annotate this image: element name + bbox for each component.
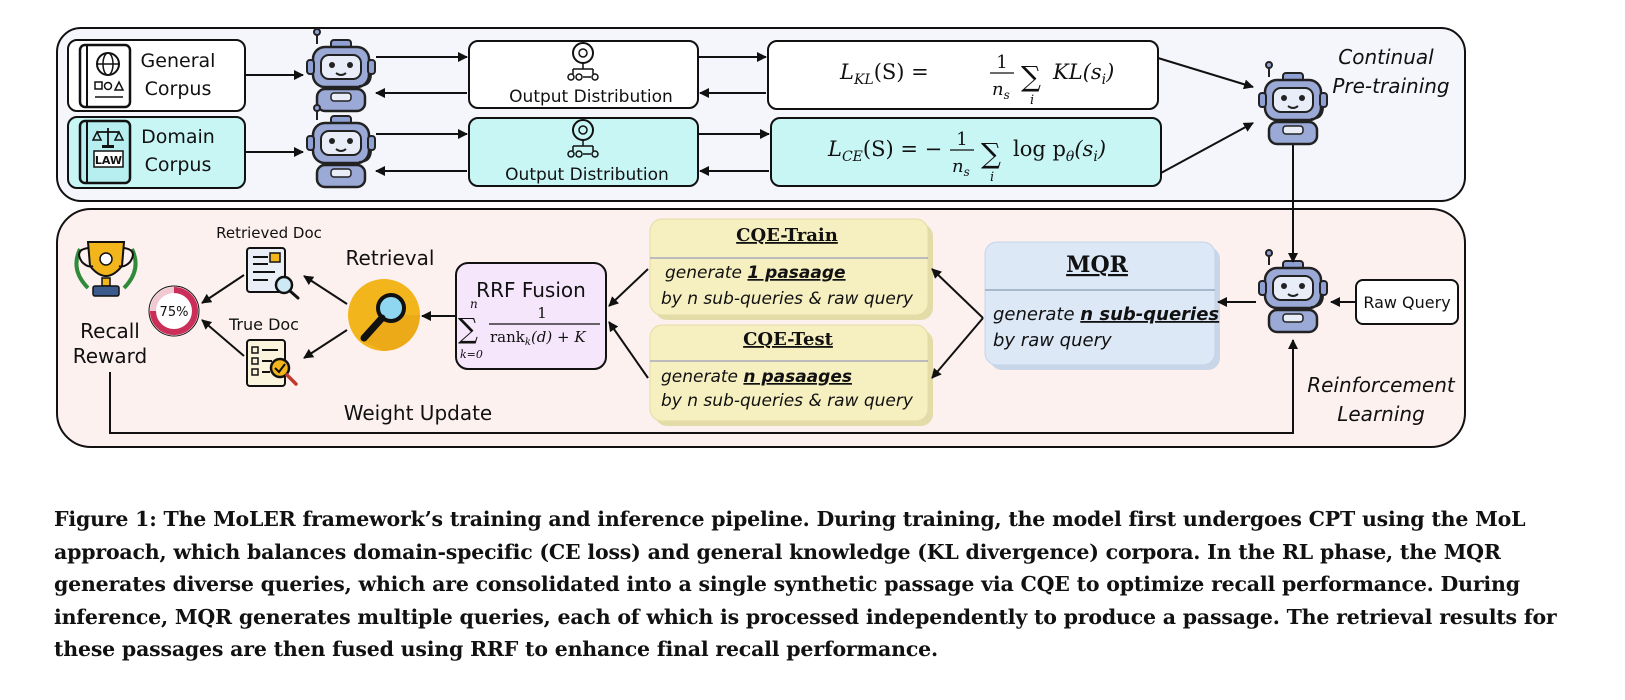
mqr-line2: by raw query <box>993 330 1112 351</box>
rrf-sum-bottom: k=0 <box>460 348 483 361</box>
domain-corpus-label-2: Corpus <box>145 154 212 176</box>
svg-text:rankk(d) + K: rankk(d) + K <box>490 328 586 348</box>
rrf-fusion-box: RRF Fusion n ∑ k=0 1 rankk(d) + K <box>455 262 607 370</box>
svg-text:generate 1 pasaage: generate 1 pasaage <box>665 263 846 283</box>
cqe-train-line1-emph: 1 pasaage <box>747 263 845 283</box>
magnifier-icon <box>348 279 420 351</box>
ce-term-close: ) <box>1097 137 1106 161</box>
output-distribution-box-general: Output Distribution <box>468 40 699 109</box>
cqe-train-line2: by n sub-queries & raw query <box>661 289 914 309</box>
true-doc-icon <box>246 339 298 387</box>
rrf-frac-den-end: (d) + K <box>531 328 586 346</box>
svg-text:ns: ns <box>992 79 1010 102</box>
kl-term: KL(s <box>1052 60 1102 84</box>
rl-label-2: Learning <box>1337 402 1425 426</box>
ce-frac-den-sub: s <box>964 165 970 179</box>
kl-lhs: L <box>839 60 854 84</box>
law-book-icon: LAW <box>78 119 132 185</box>
ce-frac-den: n <box>952 156 964 177</box>
kl-frac-num: 1 <box>996 52 1007 73</box>
continual-pretraining-label-1: Continual <box>1338 45 1434 69</box>
ce-sum-index: i <box>990 170 994 185</box>
true-doc-label: True Doc <box>228 315 299 334</box>
rl-arrows <box>109 268 1298 434</box>
continual-pretraining-label-2: Pre-training <box>1332 74 1449 98</box>
kl-term-end: ) <box>1105 60 1114 84</box>
cqe-test-line1-prefix: generate <box>661 367 743 387</box>
kl-loss-box: LKL(S) = 1 ns ∑ i KL(si) <box>767 40 1159 110</box>
output-distribution-label-2: Output Distribution <box>505 165 669 185</box>
ce-loss-box: LCE(S) = − 1 ns ∑ i log pθ(si) <box>770 117 1162 187</box>
kl-lhs-sub: KL <box>853 72 874 88</box>
kl-term-sub: i <box>1102 72 1106 88</box>
kl-sum-index: i <box>1030 93 1034 108</box>
ce-term: log p <box>1013 137 1066 161</box>
rrf-sum-top: n <box>470 297 478 311</box>
domain-corpus-box: LAW Domain Corpus <box>67 116 246 189</box>
pipeline-diagram: General Corpus LAW Domain Corpus Output … <box>56 27 1466 448</box>
cqe-test-box: CQE-Test generate n pasaages by n sub-qu… <box>649 324 933 426</box>
globe-book-icon <box>78 43 132 109</box>
cqe-train-line1-prefix: generate <box>665 263 747 283</box>
cqe-test-title: CQE-Test <box>743 329 833 350</box>
rrf-frac-den: rank <box>490 328 526 346</box>
svg-text:generate n sub-queries: generate n sub-queries <box>993 304 1219 325</box>
rrf-frac-den-sub: k <box>525 337 531 348</box>
cqe-train-box: CQE-Train generate 1 pasaage by n sub-qu… <box>649 218 933 320</box>
ce-sum-symbol: ∑ <box>981 137 1001 170</box>
ce-frac-num: 1 <box>956 129 967 150</box>
mqr-line1-emph: n sub-queries <box>1080 304 1219 325</box>
svg-text:LCE(S) = −: LCE(S) = − <box>827 137 942 165</box>
ce-lhs: L <box>827 137 842 161</box>
svg-text:log pθ(si): log pθ(si) <box>1013 137 1106 165</box>
rl-label-1: Reinforcement <box>1307 373 1456 397</box>
rrf-title: RRF Fusion <box>476 278 586 302</box>
kl-sum-symbol: ∑ <box>1021 60 1041 93</box>
output-distribution-label-1: Output Distribution <box>509 87 673 107</box>
cqe-test-line1-emph: n pasaages <box>743 367 852 387</box>
ce-term-sub2: i <box>1093 149 1097 165</box>
retrieval-label: Retrieval <box>346 246 435 270</box>
cpt-panel <box>56 27 1466 202</box>
cqe-test-line2: by n sub-queries & raw query <box>661 391 914 411</box>
general-corpus-label-2: Corpus <box>145 78 212 100</box>
general-corpus-box: General Corpus <box>67 39 246 112</box>
mqr-box: MQR generate n sub-queries by raw query <box>984 241 1220 370</box>
svg-text:ns: ns <box>952 156 970 179</box>
weight-update-label: Weight Update <box>344 401 492 425</box>
ce-lhs-sub: CE <box>842 149 863 165</box>
cpt-arrows <box>245 52 1254 176</box>
retrieved-doc-label: Retrieved Doc <box>216 224 322 242</box>
figure-caption: Figure 1: The MoLER framework’s training… <box>54 507 1557 661</box>
retrieved-doc-icon <box>246 247 300 300</box>
cqe-train-title: CQE-Train <box>736 225 838 246</box>
recall-reward-label-2: Reward <box>73 344 147 368</box>
raw-query-label: Raw Query <box>1363 293 1450 312</box>
mqr-line1-prefix: generate <box>993 304 1080 325</box>
svg-text:KL(si): KL(si) <box>1052 60 1114 88</box>
mqr-title: MQR <box>1066 252 1129 278</box>
raw-query-box: Raw Query <box>1355 279 1459 325</box>
recall-gauge: 75% <box>148 285 200 337</box>
recall-percent: 75% <box>160 305 189 320</box>
output-distribution-box-domain: Output Distribution <box>468 117 699 187</box>
kl-arg: (S) = <box>874 60 929 84</box>
ce-term-sub: θ <box>1066 149 1075 165</box>
law-label: LAW <box>95 154 122 167</box>
rrf-frac-num: 1 <box>537 304 547 322</box>
ce-arg: (S) = − <box>863 137 942 161</box>
svg-text:generate n pasaages: generate n pasaages <box>661 367 852 387</box>
domain-corpus-label-1: Domain <box>141 126 215 148</box>
trophy-icon <box>74 241 138 297</box>
kl-frac-den-sub: s <box>1004 88 1010 102</box>
recall-reward-label-1: Recall <box>80 319 140 343</box>
ce-term-end: (s <box>1074 137 1093 161</box>
rrf-sum-symbol: ∑ <box>458 312 478 345</box>
kl-frac-den: n <box>992 79 1004 100</box>
general-corpus-label-1: General <box>141 50 216 72</box>
svg-text:LKL(S) =: LKL(S) = <box>839 60 929 88</box>
